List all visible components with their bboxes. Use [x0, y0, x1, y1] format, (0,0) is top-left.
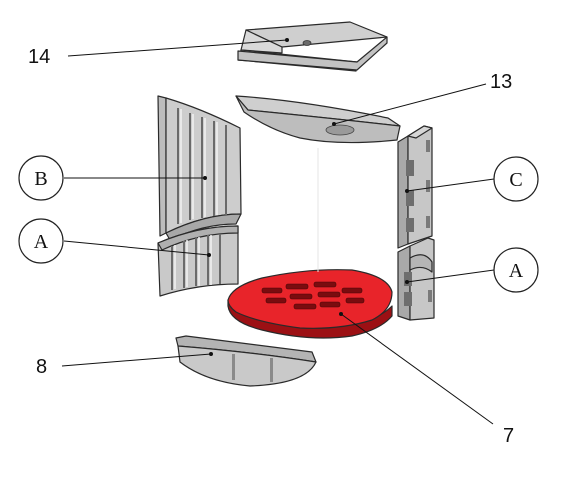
label-7: 7 [503, 425, 514, 447]
label-b: B [34, 168, 47, 190]
part-7-grate-highlighted[interactable] [227, 269, 393, 339]
part-8-front-lip[interactable] [175, 335, 317, 387]
part-c-right-side-panel[interactable] [397, 125, 433, 249]
callout-a-left: A [18, 218, 64, 264]
callout-a-right: A [493, 247, 539, 293]
callout-c: C [493, 156, 539, 202]
callout-b: B [18, 155, 64, 201]
part-b-left-side-panel[interactable] [157, 95, 242, 241]
label-c: C [509, 169, 522, 191]
part-a-right-lower-panel[interactable] [397, 237, 435, 321]
part-a-left-lower-panel[interactable] [157, 225, 239, 297]
plate-hole-icon [302, 40, 312, 46]
label-13: 13 [490, 71, 512, 93]
leader-lines [61, 38, 495, 425]
part-13-baffle[interactable] [235, 95, 401, 144]
label-a-right: A [509, 260, 524, 282]
label-a-left: A [34, 231, 49, 253]
label-8: 8 [36, 356, 47, 378]
part-14-top-plate[interactable] [237, 21, 388, 72]
label-14: 14 [28, 46, 50, 68]
